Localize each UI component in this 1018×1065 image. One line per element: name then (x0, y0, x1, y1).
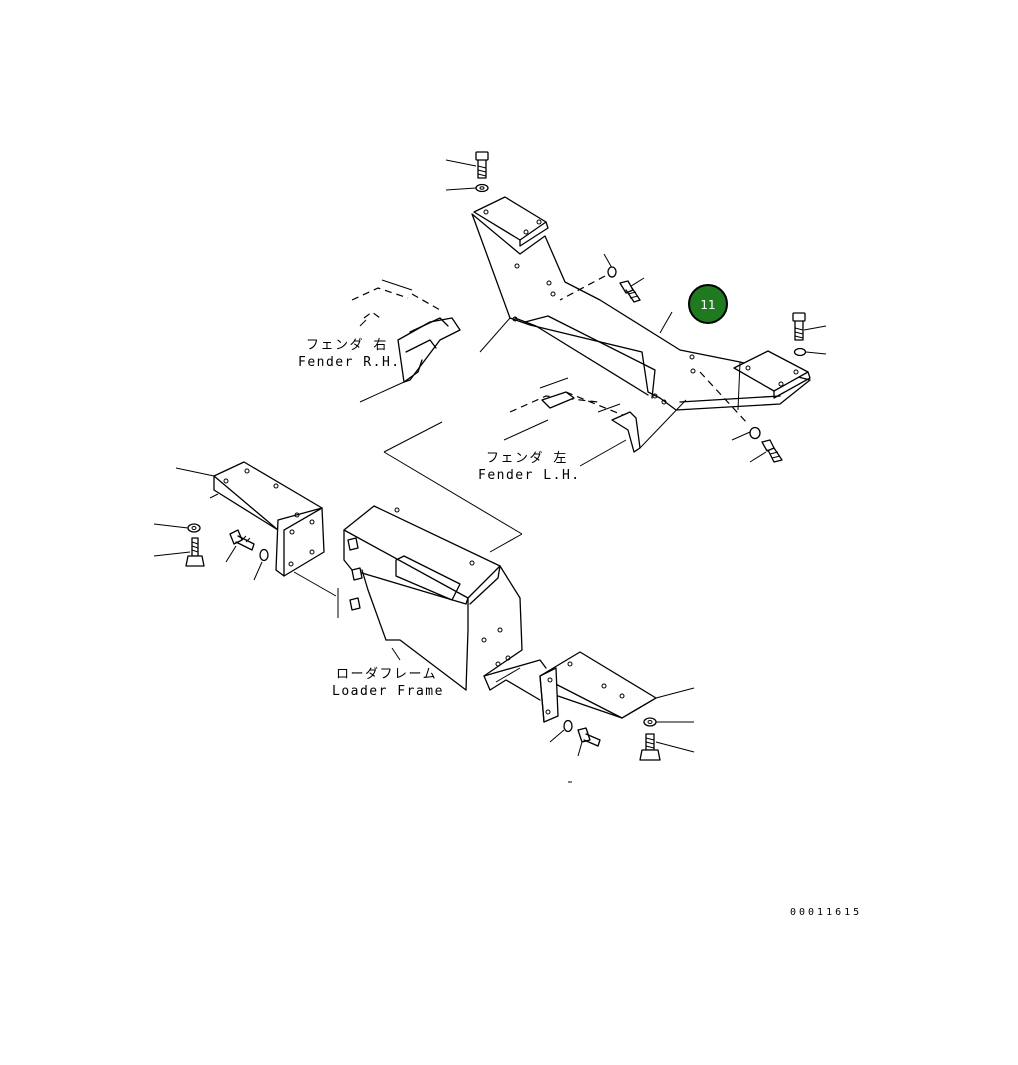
fender-lh-outline (503, 377, 641, 467)
fender-lh-label-en: Fender L.H. (478, 468, 581, 483)
loader-frame-label-en: Loader Frame (332, 684, 444, 699)
loader-frame-label-jp: ローダフレーム (336, 667, 437, 682)
callout-badge[interactable]: 11 (688, 284, 728, 324)
bolt-left-plate (153, 523, 269, 581)
bolt-bottom-right (699, 371, 783, 463)
loader-frame-body (337, 421, 547, 701)
bolt-top-left (445, 151, 489, 193)
fender-rh-label-jp: フェンダ 右 (306, 338, 388, 353)
left-mount-plate (175, 461, 337, 597)
fender-rh-outline (351, 279, 461, 403)
drawing-code: 00011615 (790, 907, 862, 918)
fender-bracket (471, 196, 811, 411)
bolt-right-plate (549, 717, 695, 783)
right-mount-plate (539, 651, 695, 723)
bolt-top-mid (559, 253, 645, 303)
bolt-top-right (792, 312, 827, 357)
fender-rh-label-en: Fender R.H. (298, 355, 401, 370)
fender-lh-label-jp: フェンダ 左 (486, 451, 568, 466)
callout-number: 11 (700, 298, 715, 312)
